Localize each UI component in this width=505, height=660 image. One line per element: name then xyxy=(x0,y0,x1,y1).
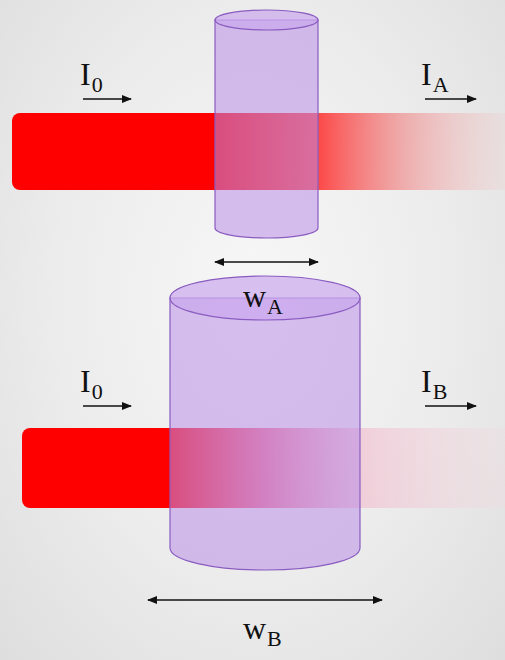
intensity-symbol: I xyxy=(80,365,91,397)
cuvette xyxy=(170,276,360,570)
width-symbol: w xyxy=(243,280,266,312)
direction-arrow xyxy=(83,405,131,407)
direction-arrow xyxy=(83,98,131,100)
subscript: A xyxy=(267,296,283,318)
dimension-arrow xyxy=(215,261,318,263)
direction-arrow xyxy=(425,405,476,407)
subscript: B xyxy=(433,381,448,403)
intensity-symbol: I xyxy=(421,365,432,397)
subscript: 0 xyxy=(92,74,103,96)
subscript: A xyxy=(433,74,449,96)
dimension-arrow xyxy=(148,599,382,601)
cuvette xyxy=(215,10,318,238)
intensity-symbol: I xyxy=(421,58,432,90)
subscript: B xyxy=(267,628,282,650)
subscript: 0 xyxy=(92,381,103,403)
width-symbol: w xyxy=(243,612,266,644)
intensity-symbol: I xyxy=(80,58,91,90)
direction-arrow xyxy=(425,98,476,100)
